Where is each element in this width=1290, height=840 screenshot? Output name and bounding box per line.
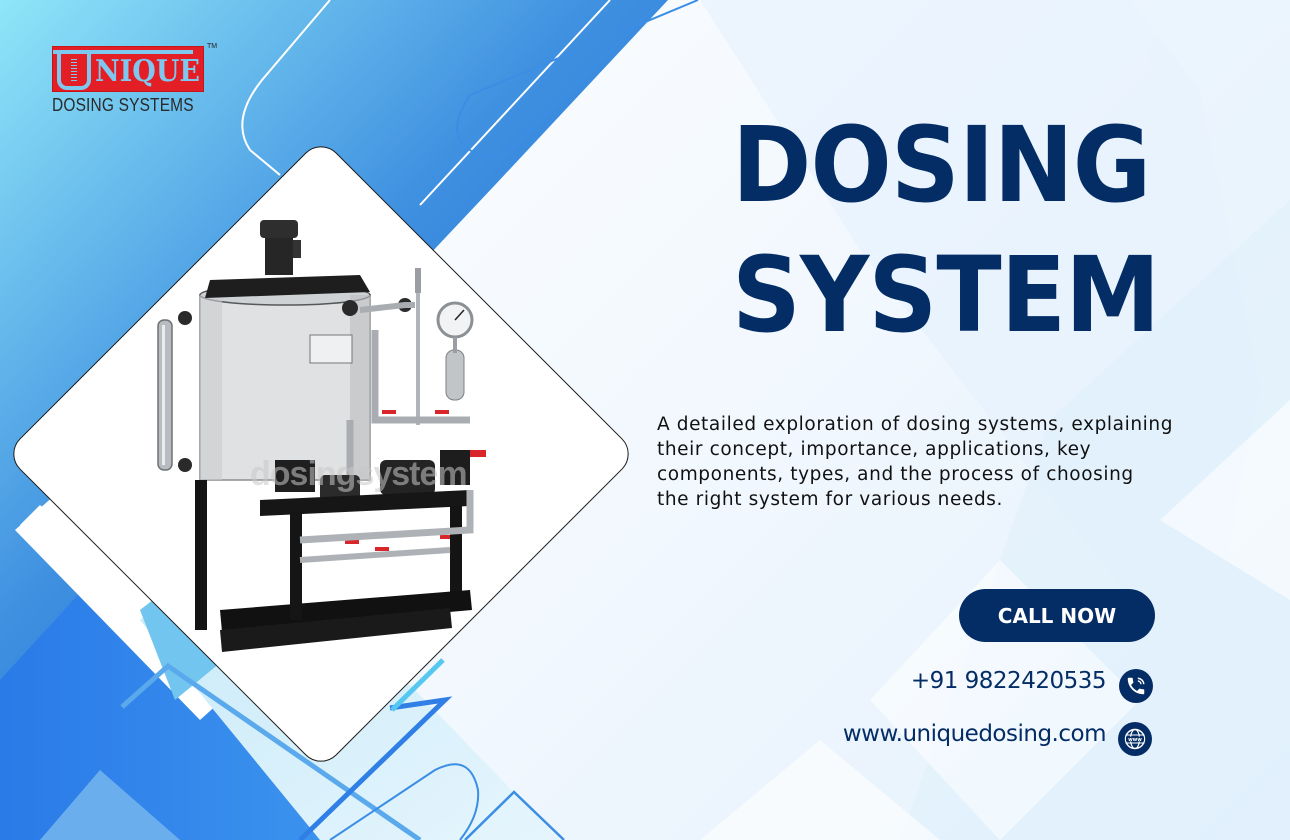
phone-icon[interactable]	[1119, 669, 1153, 703]
title-line-1: DOSING	[732, 104, 1151, 226]
phone-number[interactable]: +91 9822420535	[910, 668, 1107, 694]
phone-glyph-icon	[1127, 677, 1145, 695]
description-line: the right system for various needs.	[657, 489, 1004, 510]
globe-www-icon[interactable]: www	[1118, 722, 1152, 756]
logo-badge: NIQUE TM	[52, 43, 217, 92]
logo-measurement-ticks	[71, 59, 77, 81]
description: A detailed exploration of dosing systems…	[657, 412, 1237, 512]
website-link[interactable]: www.uniquedosing.com	[842, 721, 1107, 747]
description-line: their concept, importance, applications,…	[657, 439, 1092, 460]
company-logo[interactable]: NIQUE TM DOSING SYSTEMS	[52, 43, 217, 116]
description-line: A detailed exploration of dosing systems…	[657, 414, 1174, 435]
dosing-system-image	[157, 220, 486, 652]
call-now-button[interactable]: CALL NOW	[959, 589, 1155, 642]
logo-beaker-u-icon	[53, 50, 193, 90]
description-line: components, types, and the process of ch…	[657, 464, 1134, 485]
globe-glyph-icon: www	[1124, 728, 1146, 750]
website-contact[interactable]: www.uniquedosing.com	[842, 721, 1107, 747]
logo-tagline: DOSING SYSTEMS	[52, 95, 194, 115]
page-title: DOSING SYSTEM	[732, 100, 1172, 360]
trademark-symbol: TM	[207, 43, 218, 50]
image-watermark: dosingsystem	[250, 455, 468, 493]
phone-contact[interactable]: +91 9822420535	[910, 668, 1107, 694]
svg-text:www: www	[1128, 737, 1142, 743]
title-line-2: SYSTEM	[732, 234, 1160, 356]
logo-wordmark: NIQUE	[95, 54, 200, 89]
